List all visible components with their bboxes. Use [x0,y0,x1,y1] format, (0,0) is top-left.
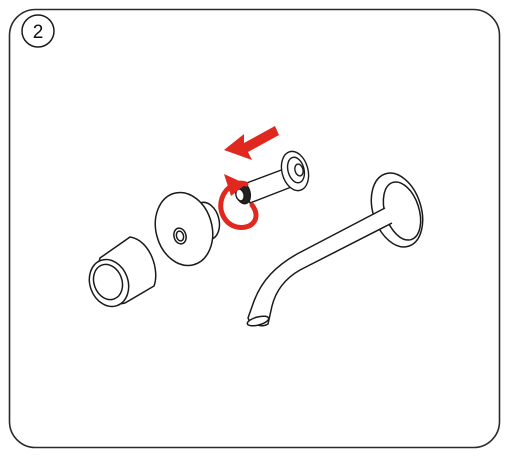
panel-border [10,10,500,448]
handle-knob-icon [83,237,156,312]
pull-direction-arrow-icon [224,126,279,160]
step-number: 2 [33,22,44,43]
step-badge: 2 [22,15,54,47]
escutcheon-plate-icon [147,186,223,272]
